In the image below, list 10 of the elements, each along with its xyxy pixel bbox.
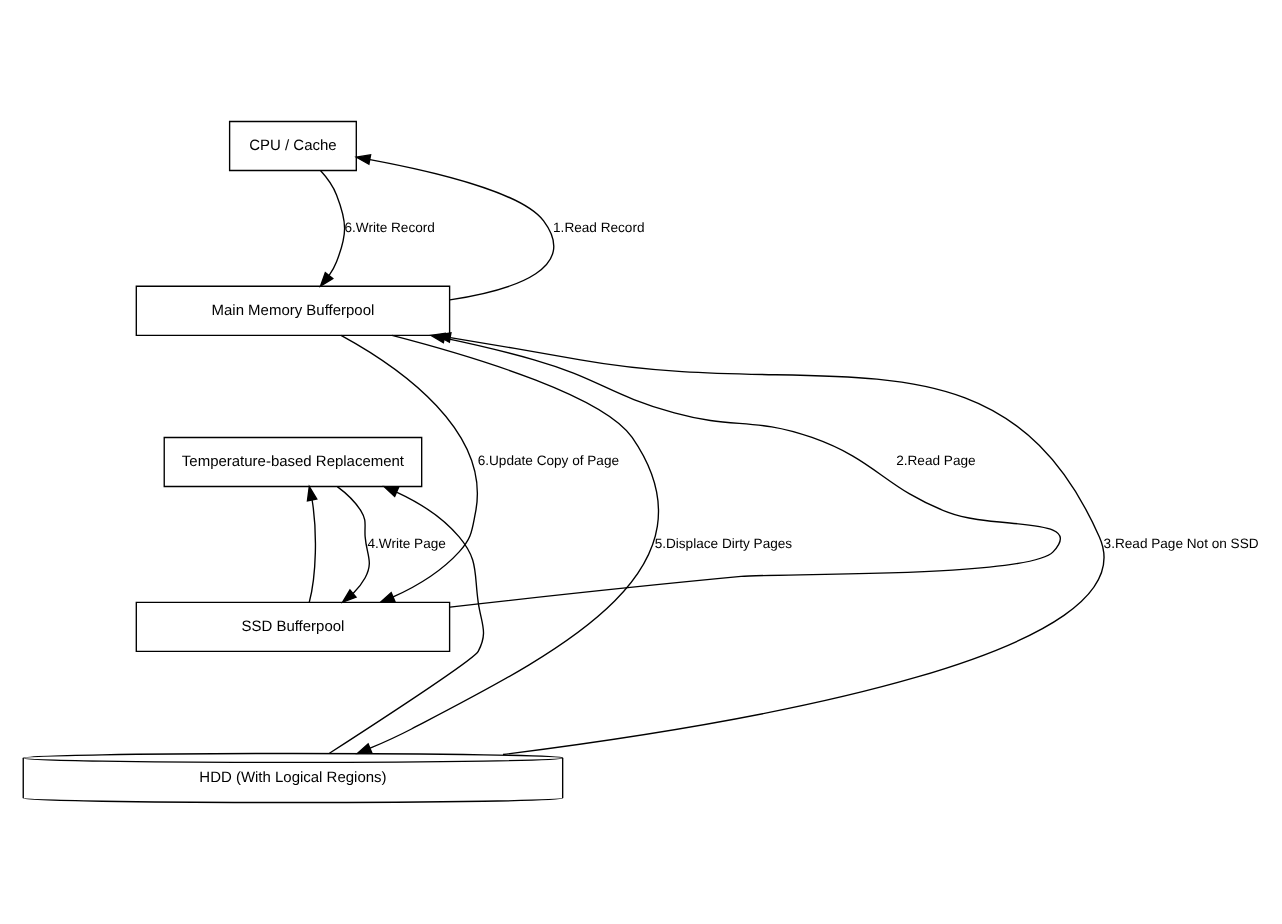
- arrow: [354, 154, 555, 301]
- node-box: CPU / Cache: [228, 120, 357, 172]
- arrow: [306, 484, 318, 603]
- arrow: [434, 332, 1105, 756]
- arrow: [319, 169, 346, 288]
- arrow: [328, 485, 485, 754]
- node-box: Main Memory Bufferpool: [135, 285, 451, 336]
- arrow: [336, 485, 370, 604]
- node-box: Temperature-based Replacement: [163, 436, 423, 488]
- node-box: SSD Bufferpool: [135, 601, 451, 653]
